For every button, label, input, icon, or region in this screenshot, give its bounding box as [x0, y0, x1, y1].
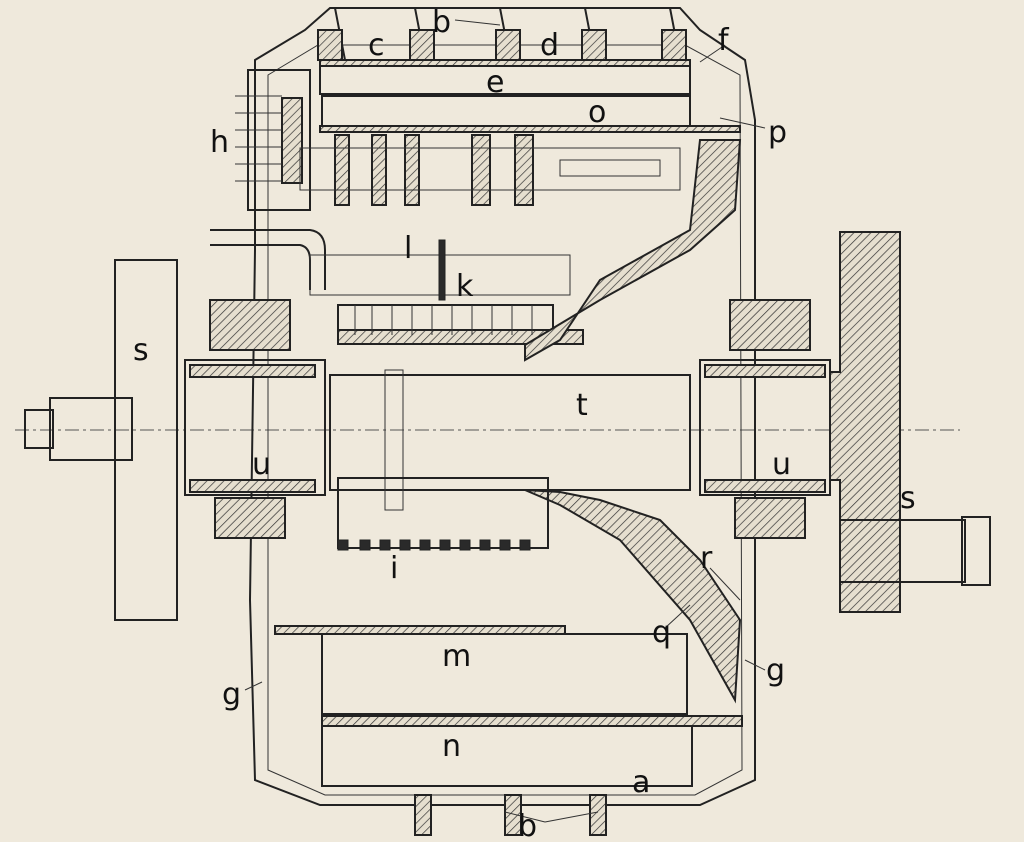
- shaft-end-right: [839, 519, 966, 583]
- label-b-bottom: b: [518, 809, 537, 842]
- bottom-fins: [414, 794, 607, 836]
- nut-right: [961, 516, 991, 586]
- shaft-centre-bore: [384, 369, 404, 511]
- label-c: c: [368, 28, 385, 63]
- rotor-disc: [524, 139, 742, 362]
- top-fins: [317, 7, 687, 61]
- label-r: r: [700, 541, 713, 576]
- label-u-left: u: [252, 447, 271, 482]
- label-f: f: [718, 23, 730, 58]
- pulley-left-s: [114, 259, 178, 621]
- nut-left: [24, 409, 54, 449]
- label-l: l: [404, 231, 412, 266]
- label-e: e: [486, 65, 504, 100]
- bearing-left-u: [184, 299, 326, 539]
- label-h: h: [210, 125, 229, 160]
- label-b-top: b: [432, 5, 451, 40]
- label-s-right: s: [900, 481, 916, 516]
- rotor-blades-lower: [337, 477, 549, 551]
- chamber-n: [321, 725, 693, 787]
- leader-lines: [244, 19, 766, 823]
- label-o: o: [588, 95, 606, 130]
- compressor-tubes: [299, 134, 681, 206]
- chamber-m: [321, 633, 688, 715]
- label-m: m: [442, 639, 471, 674]
- chamber-o: [321, 95, 691, 129]
- label-u-right: u: [772, 447, 791, 482]
- spindle-k: [438, 239, 446, 301]
- label-g-right: g: [766, 653, 785, 688]
- coupling-right-s: [829, 231, 901, 613]
- label-k: k: [456, 269, 474, 304]
- chamber-o-floor: [319, 125, 741, 133]
- terminal-block-h: [235, 69, 311, 211]
- label-d: d: [540, 28, 559, 63]
- casing-inner-wall: [267, 44, 743, 796]
- upper-wall-d: [319, 59, 691, 67]
- outer-casing: [248, 7, 756, 806]
- label-g-left: g: [222, 677, 241, 712]
- rotor-blades-upper: [337, 304, 584, 345]
- rotor-disc-lower: [524, 489, 742, 704]
- shaft-end-left: [49, 397, 133, 461]
- label-q: q: [652, 615, 671, 650]
- shaft-t: [329, 374, 691, 491]
- label-i: i: [390, 551, 398, 586]
- label-a: a: [632, 765, 650, 800]
- bearing-right-u: [699, 299, 831, 539]
- wall-n: [321, 715, 743, 727]
- label-s-left: s: [133, 333, 149, 368]
- label-n: n: [442, 729, 461, 764]
- label-t: t: [576, 388, 588, 423]
- label-p: p: [768, 115, 787, 150]
- wall-m-top: [274, 625, 566, 635]
